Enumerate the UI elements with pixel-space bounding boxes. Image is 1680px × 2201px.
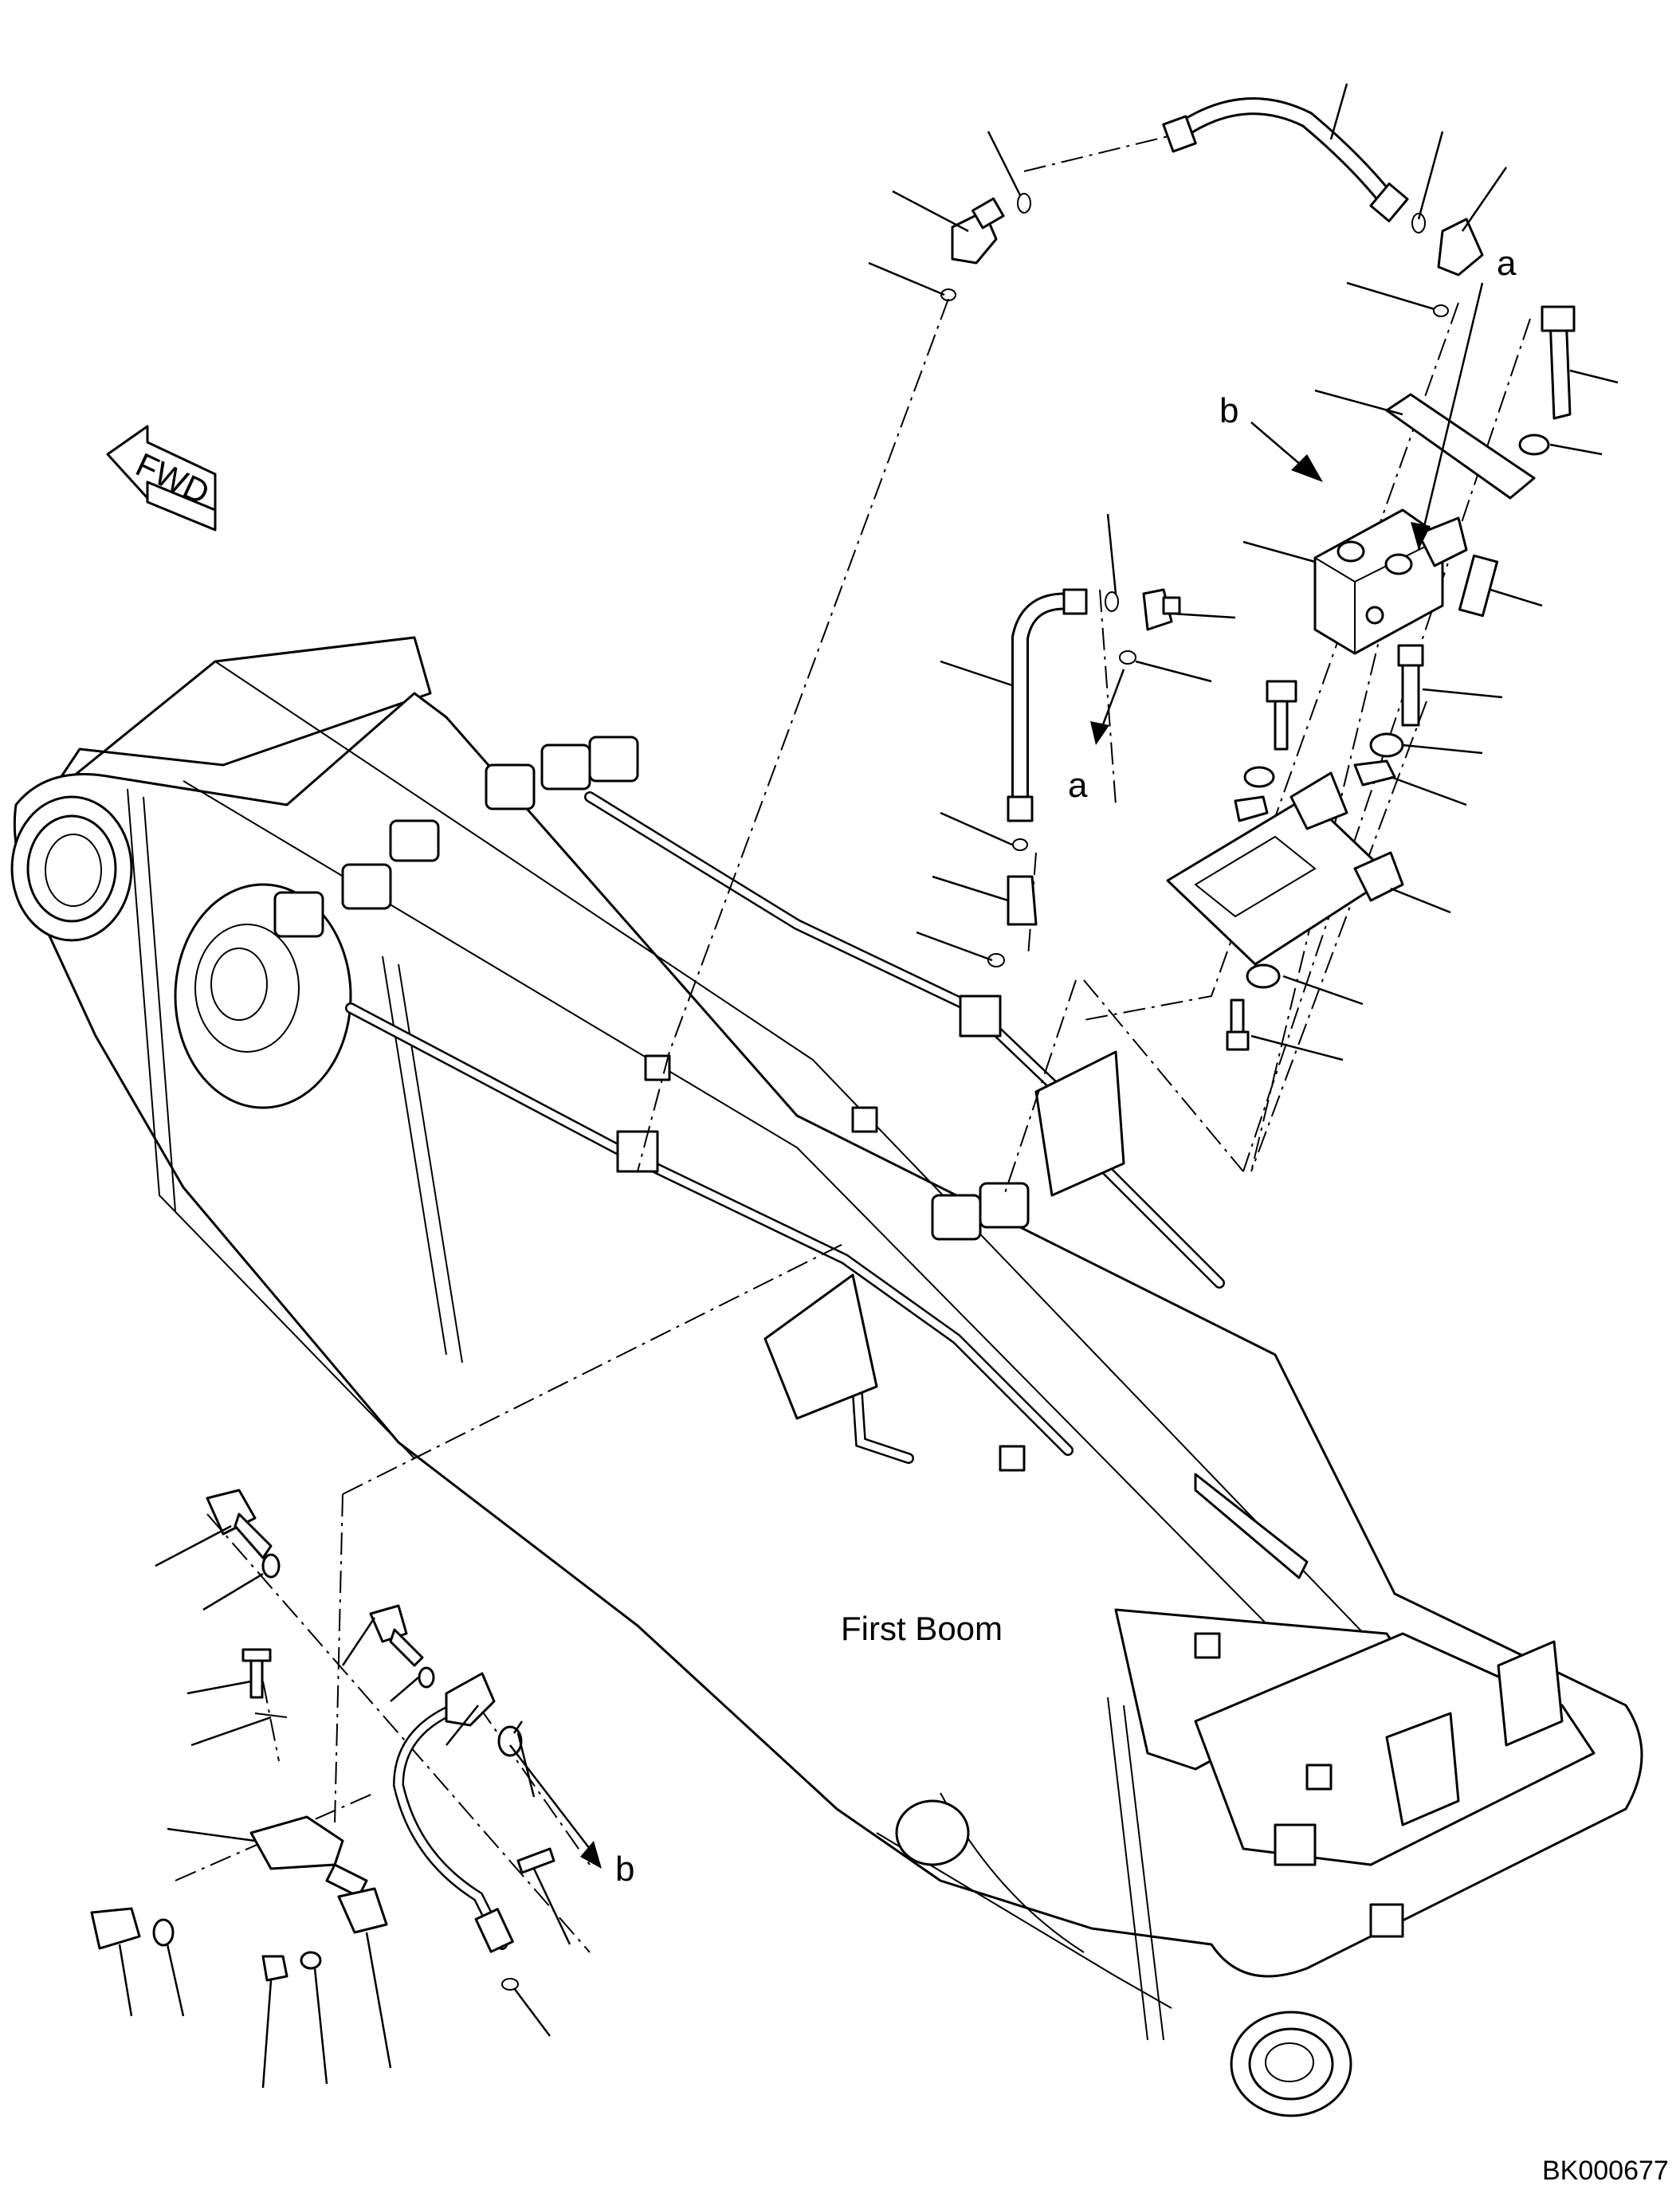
ref-a-upper: a: [1497, 244, 1517, 283]
middle-hose-assembly: [987, 588, 1181, 967]
lower-left-parts: [90, 1489, 555, 1991]
pipe-clamps: [273, 736, 1333, 1791]
valve-block-assembly: [1166, 305, 1576, 1051]
callout-leaders: [118, 83, 1619, 2089]
ref-a-lower: a: [1068, 766, 1088, 805]
ref-b-lower: b: [615, 1850, 634, 1889]
drawing-code: BK000677: [1542, 2156, 1669, 2186]
ref-b-upper: b: [1219, 391, 1238, 430]
center-bracket: [763, 1050, 1309, 1579]
reference-arrows: a b a b: [509, 244, 1517, 1889]
upper-hose-assembly: [940, 97, 1484, 317]
fwd-direction-arrow: FWD: [106, 425, 217, 532]
boom-label: First Boom: [841, 1610, 1003, 1647]
